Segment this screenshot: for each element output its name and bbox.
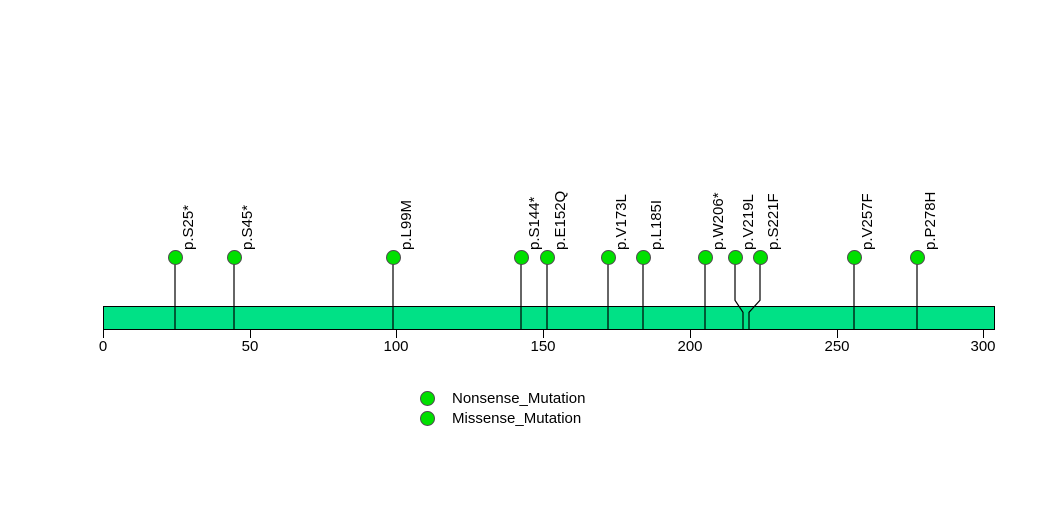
lollipop-label-pS45: p.S45* (238, 204, 256, 250)
legend-item-missense[interactable]: Missense_Mutation (420, 408, 585, 428)
lollipop-label-pP278H: p.P278H (921, 191, 939, 250)
protein-backbone-bar (103, 306, 995, 330)
axis-tick-300 (983, 330, 984, 338)
lollipop-stem (853, 264, 855, 330)
lollipop-head-pL185I[interactable] (635, 249, 651, 265)
lollipop-head-pS45[interactable] (226, 249, 242, 265)
lollipop-stem (520, 264, 522, 330)
lollipop-head-pV173L[interactable] (600, 249, 616, 265)
lollipop-stem (642, 264, 644, 330)
legend-label-nonsense: Nonsense_Mutation (452, 389, 586, 407)
axis-tick-100 (396, 330, 397, 338)
legend: Nonsense_Mutation Missense_Mutation (420, 388, 585, 428)
lollipop-head-pE152Q[interactable] (539, 249, 555, 265)
lollipop-head-pP278H[interactable] (909, 249, 925, 265)
axis-tick-200 (690, 330, 691, 338)
lollipop-head-pS221F[interactable] (752, 249, 768, 265)
legend-circle-icon-nonsense (420, 390, 435, 406)
axis-tick-label-0: 0 (98, 338, 108, 355)
lollipop-stem (704, 264, 706, 330)
lollipop-stem (392, 264, 394, 330)
lollipop-head-pV257F[interactable] (846, 249, 862, 265)
axis-tick-label-300: 300 (970, 338, 996, 355)
lollipop-label-pS144: p.S144* (525, 196, 543, 250)
lollipop-head-pS25[interactable] (167, 249, 183, 265)
lollipop-label-pV257F: p.V257F (858, 193, 876, 250)
lollipop-stem (607, 264, 609, 330)
axis-tick-50 (250, 330, 251, 338)
axis-tick-label-100: 100 (383, 338, 409, 355)
legend-circle-icon-missense (420, 410, 435, 426)
axis-tick-label-200: 200 (677, 338, 703, 355)
lollipop-stem (748, 264, 761, 330)
lollipop-label-pS25: p.S25* (179, 204, 197, 250)
lollipop-head-pW206[interactable] (697, 249, 713, 265)
lollipop-label-pV173L: p.V173L (612, 194, 630, 250)
legend-item-nonsense[interactable]: Nonsense_Mutation (420, 388, 585, 408)
lollipop-stem (546, 264, 548, 330)
lollipop-stem (174, 264, 176, 330)
lollipop-head-pS144[interactable] (513, 249, 529, 265)
legend-label-missense: Missense_Mutation (452, 409, 582, 427)
lollipop-label-pV219L: p.V219L (739, 194, 757, 250)
axis-tick-150 (543, 330, 544, 338)
lollipop-head-pL99M[interactable] (385, 249, 401, 265)
lollipop-stem (734, 264, 744, 330)
lollipop-stem (916, 264, 918, 330)
lollipop-head-pV219L[interactable] (727, 249, 743, 265)
lollipop-label-pW206: p.W206* (709, 192, 727, 250)
lollipop-label-pS221F: p.S221F (764, 193, 782, 250)
lollipop-label-pL185I: p.L185I (647, 199, 665, 250)
lollipop-label-pE152Q: p.E152Q (551, 190, 569, 250)
lollipop-stem (233, 264, 235, 330)
axis-tick-0 (103, 330, 104, 338)
lollipop-label-pL99M: p.L99M (397, 199, 415, 250)
axis-tick-label-250: 250 (824, 338, 850, 355)
axis-tick-label-50: 50 (241, 338, 259, 355)
axis-tick-label-150: 150 (530, 338, 556, 355)
axis-tick-250 (837, 330, 838, 338)
